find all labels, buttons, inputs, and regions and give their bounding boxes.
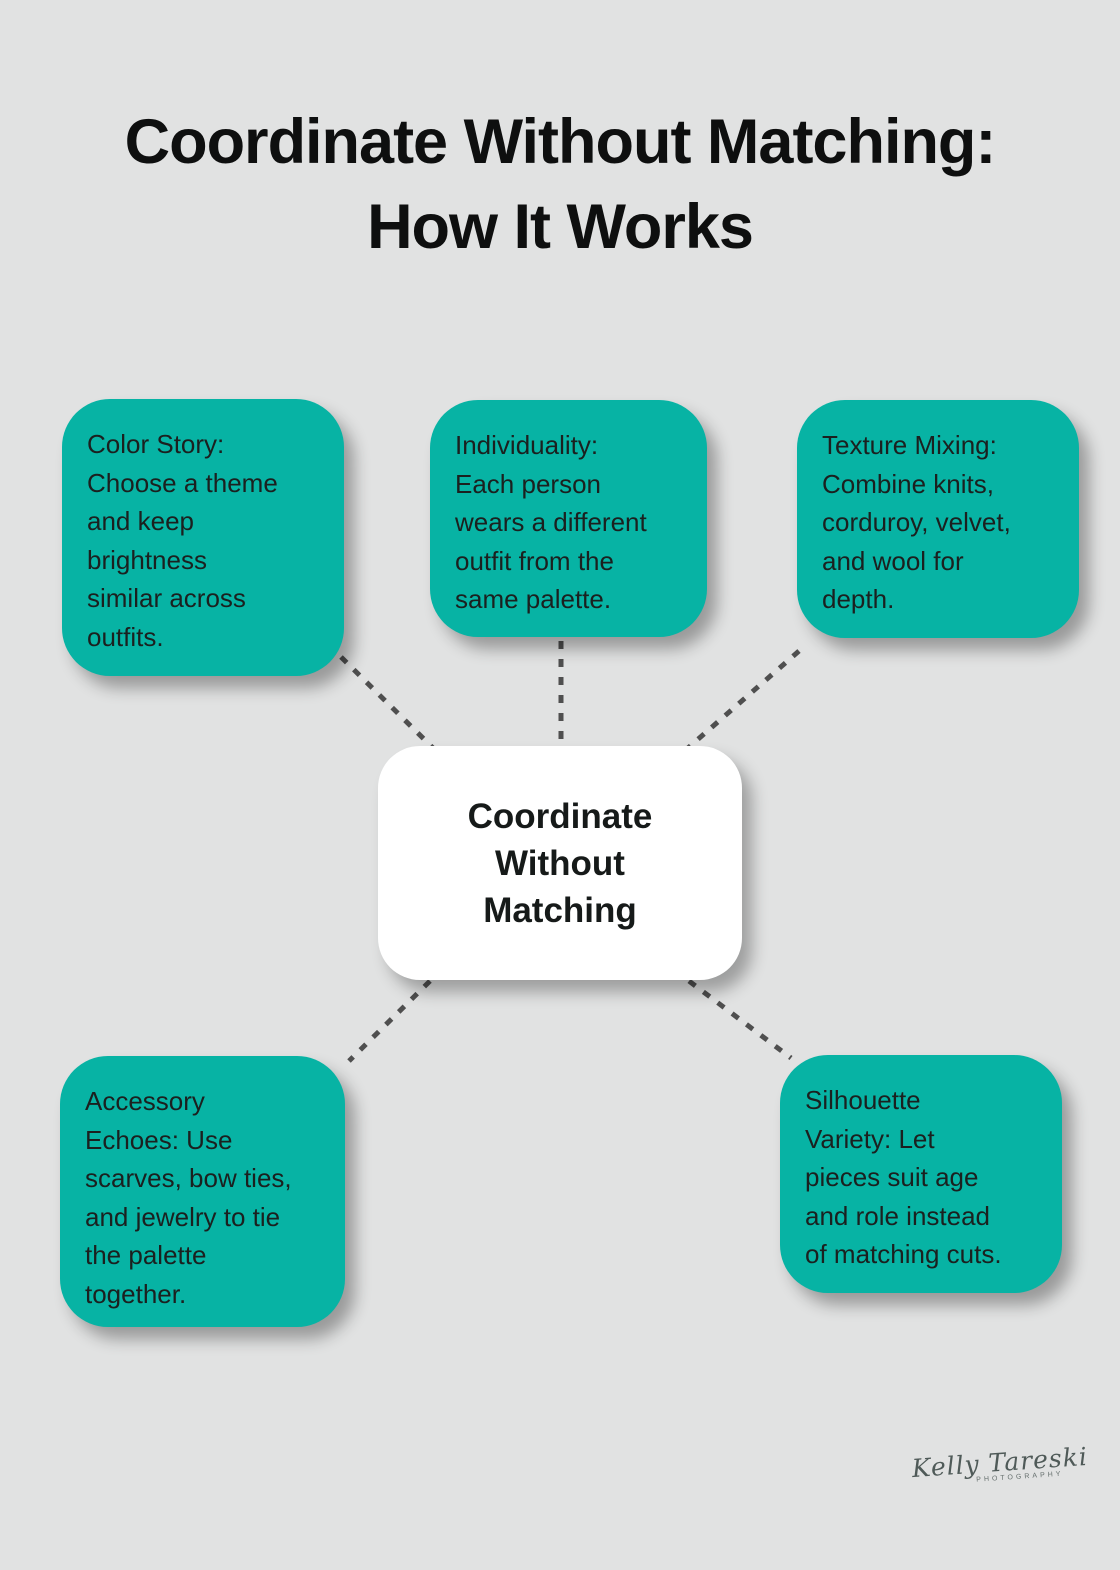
node-individuality: Individuality: Each person wears a diffe…	[430, 400, 707, 637]
node-silhouette-variety: Silhouette Variety: Let pieces suit age …	[780, 1055, 1062, 1293]
node-accessory-echoes: Accessory Echoes: Use scarves, bow ties,…	[60, 1056, 345, 1327]
connector-line-color-story	[339, 655, 435, 750]
connector-line-silhouette-variety	[687, 979, 793, 1060]
page-title: Coordinate Without Matching: How It Work…	[0, 100, 1120, 270]
photographer-watermark: Kelly Tareski PHOTOGRAPHY	[909, 1442, 1091, 1488]
page-title-line-2: How It Works	[367, 192, 754, 262]
connector-line-accessory-echoes	[347, 979, 432, 1063]
node-color-story: Color Story: Choose a theme and keep bri…	[62, 399, 344, 676]
node-texture-mixing: Texture Mixing: Combine knits, corduroy,…	[797, 400, 1079, 638]
connector-line-texture-mixing	[686, 649, 801, 750]
node-center-topic: Coordinate Without Matching	[378, 746, 742, 980]
page-title-line-1: Coordinate Without Matching:	[124, 107, 997, 177]
